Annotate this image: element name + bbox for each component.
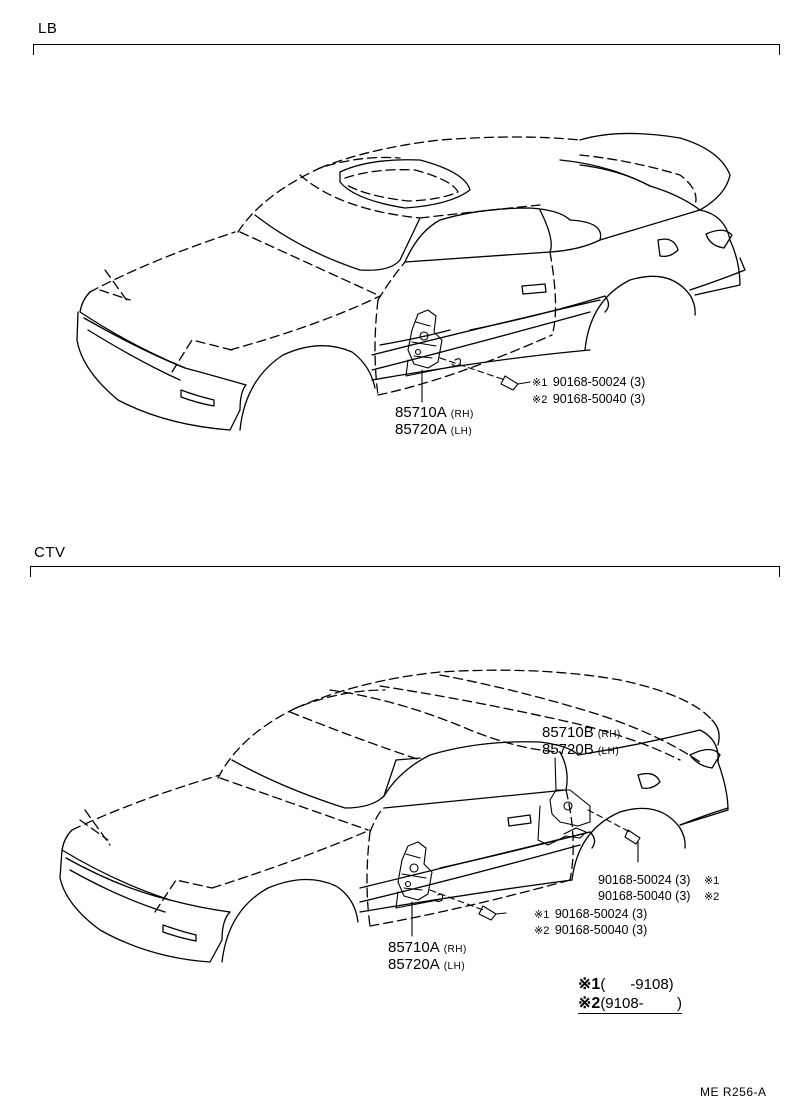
lb-regulator-assembly — [405, 309, 531, 403]
ctv-bolt-2-mark: ※2 — [534, 925, 550, 937]
lb-regulator-rh-side: (RH) — [450, 409, 474, 420]
ctv-regulator-a-rh-label: 85710A(RH) — [388, 940, 467, 958]
ctv-rear-bolt-2-label: 90168-50040 (3) ※2 — [598, 888, 719, 905]
legend-line-1-symbol: ※1 — [578, 976, 601, 993]
legend-line-1: ※1( -9108) — [578, 975, 682, 994]
ctv-bolt-2-qty: (3) — [632, 923, 648, 937]
ctv-bolt-1-part: 90168-50024 — [554, 907, 629, 921]
ctv-rear-bolt-1-qty: (3) — [675, 873, 691, 887]
figure-code: ME R256-A — [700, 1085, 767, 1099]
ctv-car-body — [59, 669, 729, 963]
ctv-regulator-a-lh-side: (LH) — [443, 961, 466, 972]
legend-line-1-text: ( -9108) — [600, 976, 674, 993]
date-legend: ※1( -9108) ※2(9108- ) — [578, 975, 683, 1014]
lb-bolt-2-part: 90168-50040 — [552, 392, 627, 406]
ctv-regulator-a-rh-side: (RH) — [443, 944, 467, 955]
ctv-rear-bolt-2-qty: (3) — [675, 889, 691, 903]
ctv-regulator-a-rh-part: 85710A — [388, 939, 440, 956]
ctv-bolt-1-mark: ※1 — [534, 909, 550, 921]
lb-bolt-1-part: 90168-50024 — [552, 375, 627, 389]
lb-bolt-2-mark: ※2 — [532, 394, 548, 406]
legend-line-2-symbol: ※2 — [578, 995, 601, 1012]
ctv-bolt-2-part: 90168-50040 — [554, 923, 629, 937]
lb-bolt-2-qty: (3) — [630, 392, 646, 406]
ctv-regulator-a-lh-label: 85720A(LH) — [388, 957, 465, 975]
ctv-rear-bolt-1-label: 90168-50024 (3) ※1 — [598, 872, 719, 889]
ctv-regulator-b-lh-side: (LH) — [597, 746, 620, 757]
legend-line-2-text: (9108- ) — [600, 995, 683, 1012]
lb-bolt-1-mark: ※1 — [532, 377, 548, 389]
ctv-bolt-2-label: ※2 90168-50040 (3) — [534, 922, 647, 939]
lb-bolt-2-label: ※2 90168-50040 (3) — [532, 391, 645, 408]
legend-line-2: ※2(9108- ) — [578, 994, 683, 1014]
ctv-regulator-a-lh-part: 85720A — [388, 956, 440, 973]
section-bracket-ctv — [30, 566, 780, 577]
lb-bolt-1-qty: (3) — [630, 375, 646, 389]
ctv-regulator-b-assembly — [537, 757, 641, 863]
ctv-rear-bolt-1-mark: ※1 — [703, 875, 720, 887]
ctv-bolt-1-label: ※1 90168-50024 (3) — [534, 906, 647, 923]
ctv-bolt-1-qty: (3) — [632, 907, 648, 921]
lb-regulator-lh-part: 85720A — [395, 421, 447, 438]
lb-regulator-rh-label: 85710A(RH) — [395, 405, 474, 423]
lb-regulator-lh-label: 85720A(LH) — [395, 422, 472, 440]
section-label-lb: LB — [38, 20, 58, 37]
ctv-rear-bolt-2-mark: ※2 — [703, 891, 720, 903]
ctv-regulator-b-lh-label: 85720B(LH) — [542, 742, 619, 760]
lb-bolt-1-label: ※1 90168-50024 (3) — [532, 374, 645, 391]
ctv-regulator-b-lh-part: 85720B — [542, 741, 594, 758]
lb-regulator-lh-side: (LH) — [450, 426, 473, 437]
section-label-ctv: CTV — [34, 544, 66, 561]
ctv-regulator-b-rh-part: 85710B — [542, 724, 594, 741]
section-bracket-lb — [33, 44, 780, 55]
ctv-rear-bolt-2-part: 90168-50040 — [598, 889, 672, 903]
ctv-regulator-b-rh-label: 85710B(RH) — [542, 725, 621, 743]
lb-car-body — [76, 132, 746, 431]
lb-regulator-rh-part: 85710A — [395, 404, 447, 421]
ctv-rear-bolt-1-part: 90168-50024 — [598, 873, 672, 887]
ctv-regulator-b-rh-side: (RH) — [597, 729, 621, 740]
ctv-regulator-a-assembly — [395, 841, 507, 937]
